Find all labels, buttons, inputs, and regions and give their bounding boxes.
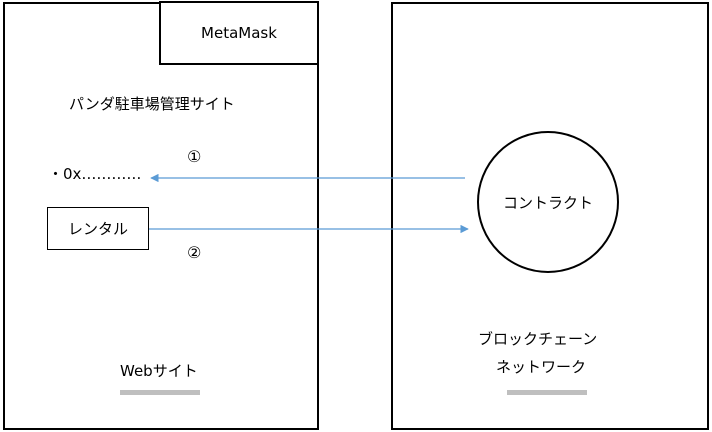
rental-button[interactable]: レンタル [47, 207, 149, 250]
blockchain-caption-line1: ブロックチェーン [478, 330, 598, 348]
blockchain-caption-line2: ネットワーク [496, 358, 587, 376]
contract-label: コントラクト [502, 193, 593, 212]
blockchain-caption-underline [507, 390, 587, 395]
website-caption-underline [120, 390, 200, 395]
website-caption: Webサイト [120, 362, 198, 380]
site-title: パンダ駐車場管理サイト [69, 95, 235, 113]
contract-node: コントラクト [477, 131, 619, 273]
step-1-label: ① [187, 147, 202, 166]
step-2-label: ② [187, 243, 202, 262]
wallet-address: ・0x………… [48, 165, 142, 183]
metamask-tab[interactable]: MetaMask [159, 1, 319, 65]
metamask-label: MetaMask [201, 24, 277, 42]
rental-button-label: レンタル [67, 220, 128, 238]
